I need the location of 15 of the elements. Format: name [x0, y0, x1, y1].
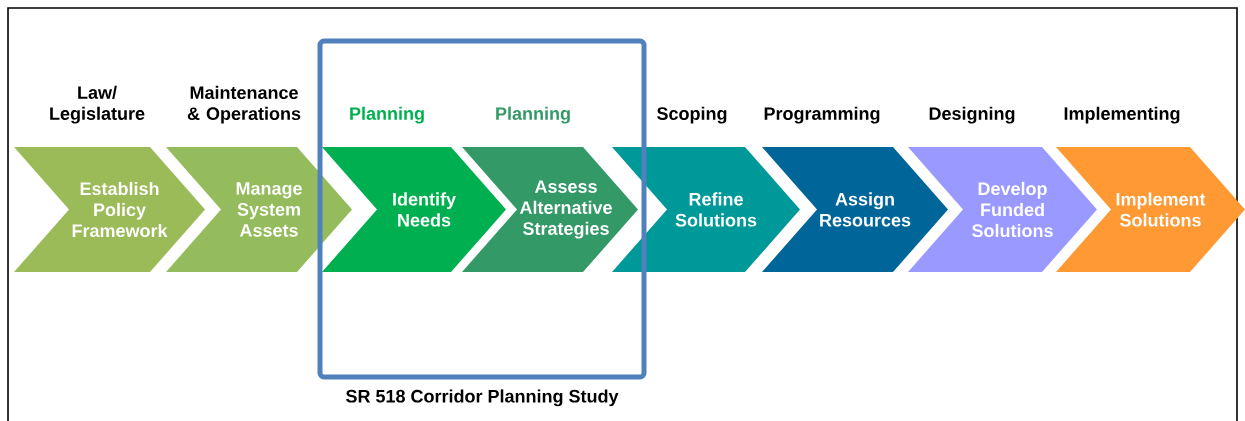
process-step: Assess Alternative Strategies [462, 147, 638, 272]
stage-heading: Maintenance & Operations [187, 85, 301, 124]
stage-heading: Programming [764, 106, 880, 124]
process-step: Implement Solutions [1056, 147, 1245, 272]
stage-heading: Planning [350, 106, 424, 124]
process-step: Establish Policy Framework [14, 147, 205, 272]
stage-heading: Law/ Legislature [50, 85, 145, 124]
stage-heading: Scoping [657, 106, 727, 124]
process-step: Manage System Assets [166, 147, 352, 272]
process-step: Refine Solutions [612, 147, 800, 272]
stage-heading: Implementing [1064, 106, 1180, 124]
stage-heading: Designing [929, 106, 1015, 124]
process-step: Identify Needs [322, 147, 506, 272]
stage-heading: Planning [496, 106, 570, 124]
study-title: SR 518 Corridor Planning Study [346, 389, 619, 407]
